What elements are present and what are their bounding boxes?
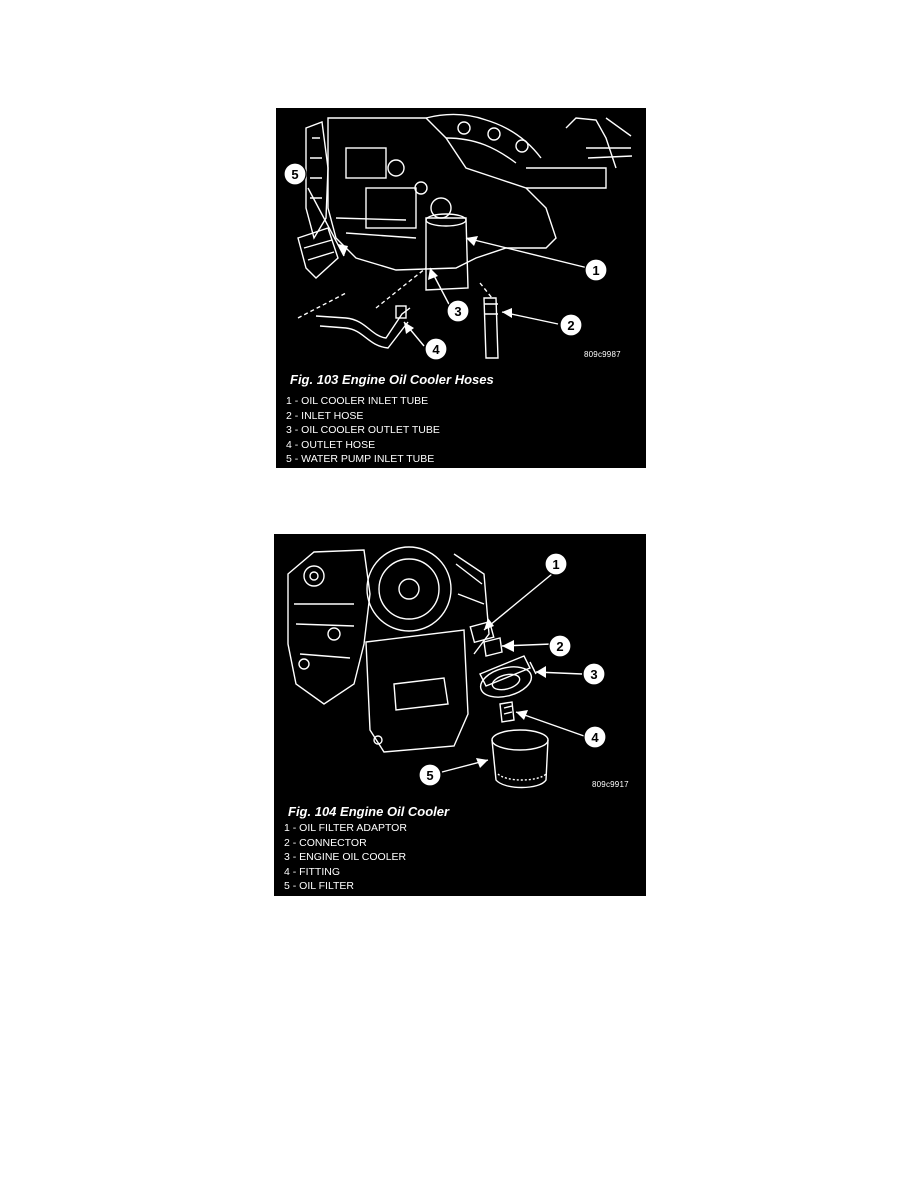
callout-4 [424,337,448,361]
figure-104-engine-oil-cooler: 1 2 3 4 5 809c9917 Fig. 104 Engine Oil C… [274,534,646,896]
callout-3 [582,662,606,686]
figure-103-oil-cooler-hoses: 5 1 3 2 4 809c9987 Fig. 103 Engine Oil C… [276,108,646,468]
svg-text:1: 1 [552,557,559,572]
legend-item: 3 - ENGINE OIL COOLER [284,851,407,864]
figure-id: 809c9917 [592,780,629,789]
legend-item: 5 - OIL FILTER [284,880,355,893]
svg-text:5: 5 [426,768,433,783]
callout-5 [283,162,307,186]
svg-text:3: 3 [454,304,461,319]
figure-id: 809c9987 [584,350,621,359]
callout-2 [548,634,572,658]
legend-item: 2 - INLET HOSE [286,409,364,422]
callout-5 [418,763,442,787]
legend-item: 3 - OIL COOLER OUTLET TUBE [286,424,440,437]
callout-4 [583,725,607,749]
legend-item: 4 - OUTLET HOSE [286,438,376,451]
legend-item: 4 - FITTING [284,865,340,878]
legend-item: 1 - OIL FILTER ADAPTOR [284,822,407,834]
svg-text:4: 4 [591,730,599,745]
callout-3 [446,299,470,323]
svg-text:5: 5 [291,167,298,182]
svg-text:3: 3 [590,667,597,682]
engine-oil-cooler-illustration: 1 2 3 4 5 [287,546,607,789]
callout-1 [584,258,608,282]
legend-item: 2 - CONNECTOR [284,836,367,849]
engine-oil-cooler-hoses-illustration: 5 1 3 2 4 [283,113,633,361]
figure-caption: Fig. 103 Engine Oil Cooler Hoses [290,372,494,387]
legend-item: 1 - OIL COOLER INLET TUBE [286,395,429,407]
svg-text:2: 2 [567,318,574,333]
svg-text:2: 2 [556,639,563,654]
callout-2 [559,313,583,337]
figure-caption: Fig. 104 Engine Oil Cooler [288,804,450,819]
legend-item: 5 - WATER PUMP INLET TUBE [286,453,435,466]
callout-1 [544,552,568,576]
figure-legend: 1 - OIL COOLER INLET TUBE 2 - INLET HOSE… [286,394,440,467]
figure-legend: 1 - OIL FILTER ADAPTOR 2 - CONNECTOR 3 -… [284,821,407,894]
svg-text:4: 4 [432,342,440,357]
svg-text:1: 1 [592,263,599,278]
